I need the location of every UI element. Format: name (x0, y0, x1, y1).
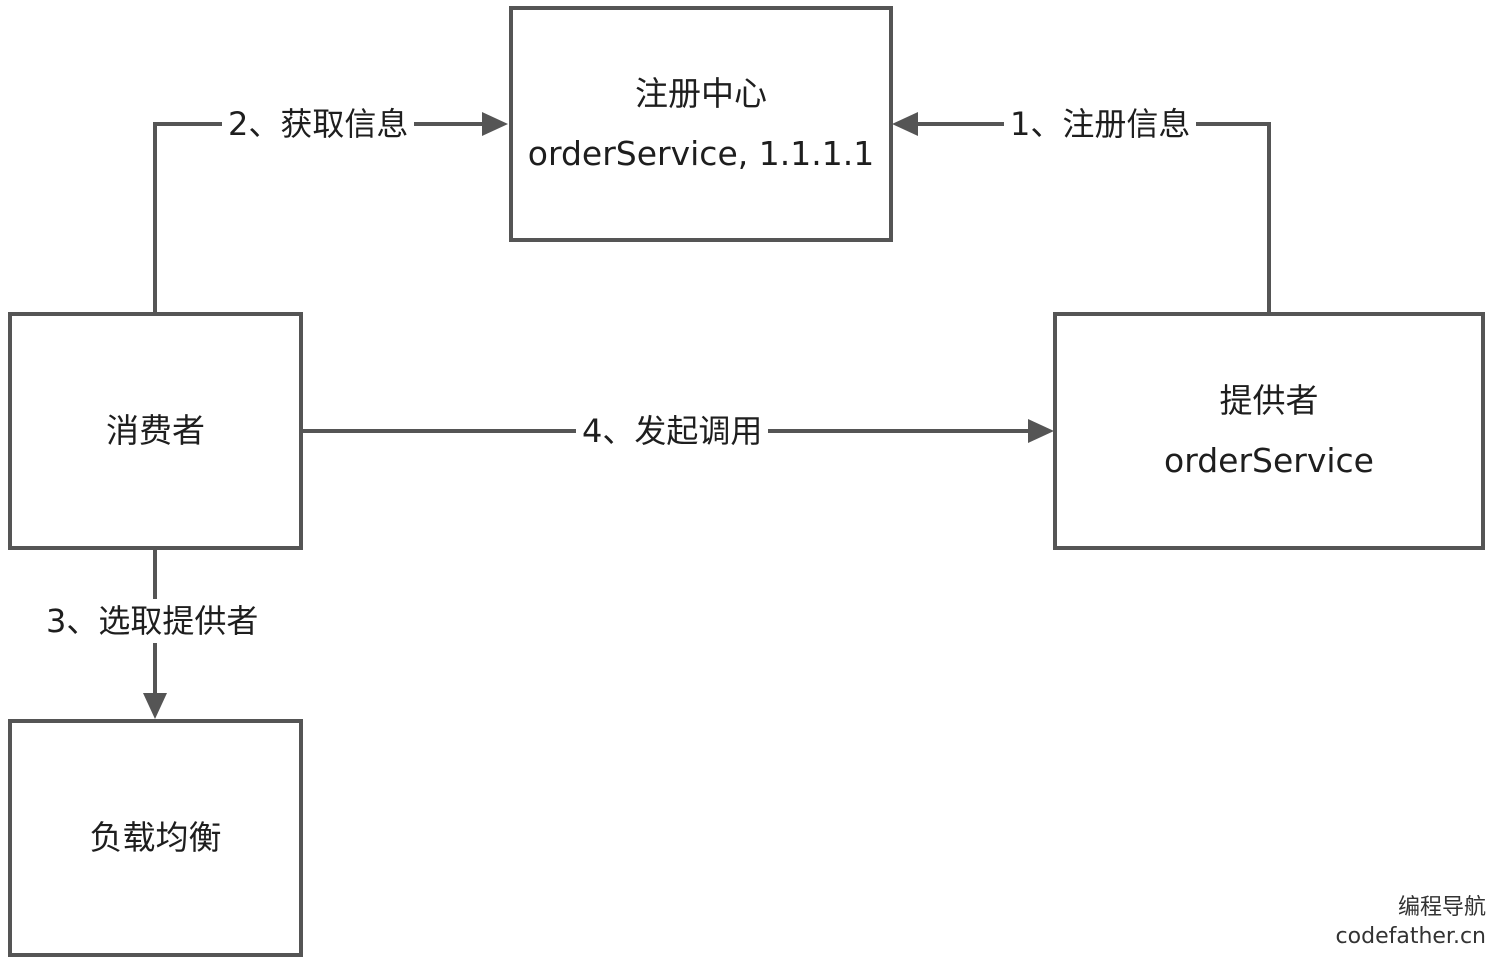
provider-title: 提供者 (1219, 381, 1319, 420)
load-balancer-title: 负载均衡 (89, 818, 222, 857)
load-balancer-node: 负载均衡 (8, 719, 303, 957)
provider-service: orderService (1164, 441, 1374, 480)
watermark-url: codefather.cn (1335, 924, 1486, 949)
edge-register-info-line (914, 122, 1271, 314)
consumer-node: 消费者 (8, 312, 303, 550)
provider-node: 提供者 orderService (1053, 312, 1485, 550)
edge-register-info-label: 1、注册信息 (1004, 102, 1197, 146)
edge-invoke-label: 4、发起调用 (576, 409, 769, 453)
edge-fetch-info-label: 2、获取信息 (222, 102, 415, 146)
edge-fetch-info-line (153, 122, 486, 314)
registry-title: 注册中心 (635, 74, 767, 113)
registry-service: orderService, 1.1.1.1 (527, 134, 875, 173)
edge-select-provider-arrowhead (143, 693, 167, 719)
edge-invoke-arrowhead (1028, 419, 1054, 443)
edge-select-provider-label: 3、选取提供者 (40, 599, 265, 643)
edge-register-info-arrowhead (892, 112, 918, 136)
consumer-title: 消费者 (106, 411, 205, 450)
registry-node: 注册中心 orderService, 1.1.1.1 (509, 6, 893, 242)
watermark-title: 编程导航 (1397, 895, 1486, 920)
edge-fetch-info-arrowhead (482, 112, 508, 136)
